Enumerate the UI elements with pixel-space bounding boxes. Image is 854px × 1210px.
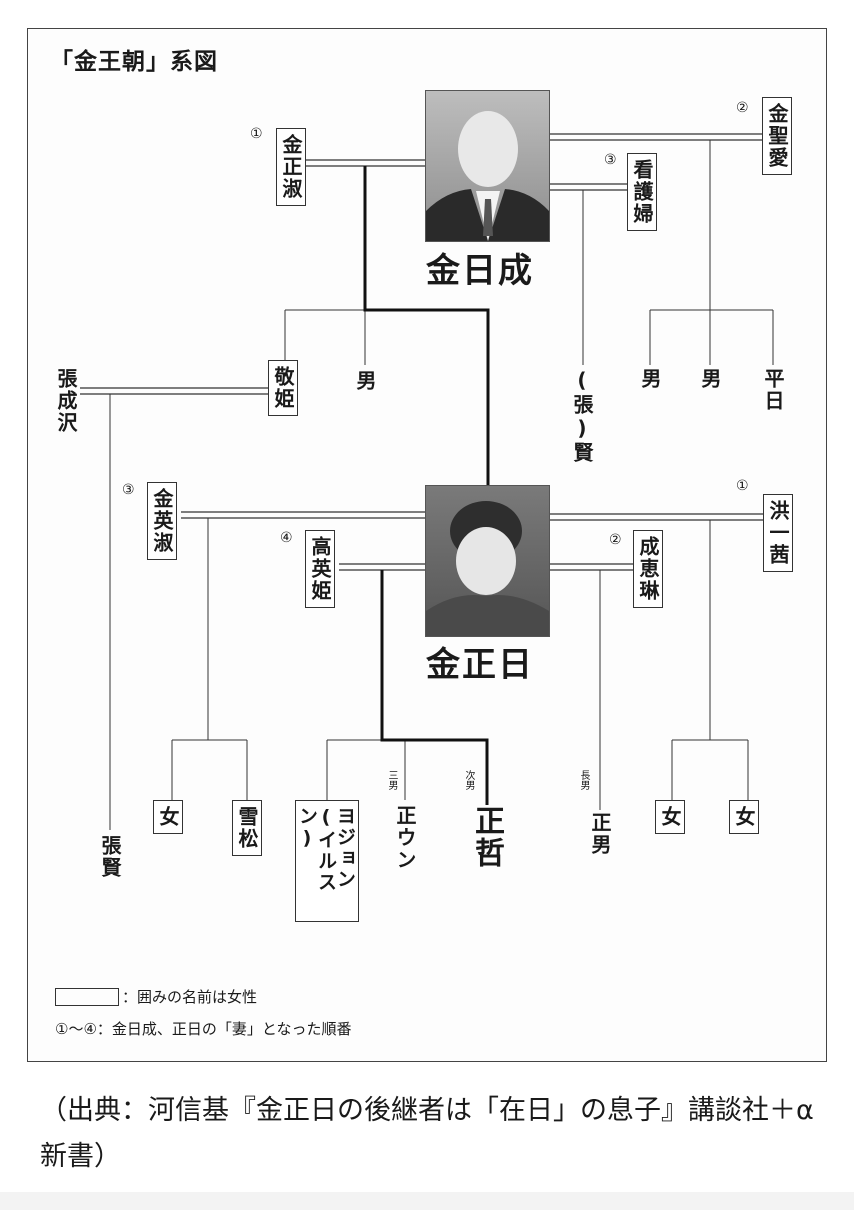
kim-jong-il-photo xyxy=(425,485,550,637)
portrait-icon xyxy=(426,501,549,636)
wife-order: ① xyxy=(250,126,263,142)
wife-order: ③ xyxy=(604,152,617,168)
line-succession-kim-jong-il xyxy=(363,166,490,485)
kim-jong-il-name: 金正日 xyxy=(426,645,534,685)
child-jong-un: 正ウン xyxy=(393,805,417,871)
wife-order: ① xyxy=(736,478,749,494)
wife-ko-young-hee: 高英姫 xyxy=(305,530,335,608)
child-jong-chol: 正哲 xyxy=(469,805,504,869)
kim-il-sung-photo xyxy=(425,90,550,242)
marriage-kim-jong-il-hong-il-chon xyxy=(548,513,763,521)
wife-nurse: 看護婦 xyxy=(627,153,657,231)
marriage-kim-jong-il-kim-young-suk xyxy=(181,511,425,519)
wife-order: ④ xyxy=(280,530,293,546)
wife-hong-il-chon: 洪一茜 xyxy=(763,494,793,572)
source-caption: （出典：河信基『金正日の後継者は「在日」の息子』講談社＋α新書） xyxy=(40,1095,814,1172)
line-succession-kim-jong-chol xyxy=(380,570,489,805)
child-kyong-hui: 敬姫 xyxy=(268,360,298,416)
marriage-kim-il-sung-kim-song-ae xyxy=(548,133,762,141)
jang-song-thaek: 張成沢 xyxy=(54,368,78,434)
portrait-icon xyxy=(426,111,549,241)
child-sol-song: 雪松 xyxy=(232,800,262,856)
wife-order: ② xyxy=(609,532,622,548)
rank-label: 三男 xyxy=(386,770,397,790)
diagram-title: 「金王朝」系図 xyxy=(50,49,218,75)
legend-order-text: ①〜④：金日成、正日の「妻」となった順番 xyxy=(55,1020,352,1038)
marriage-jang-song-thaek-kyong-hui xyxy=(80,387,268,395)
legend-box-swatch xyxy=(55,988,119,1006)
line-hong-il-chon-children xyxy=(671,520,749,800)
child-son: 男 xyxy=(638,368,662,390)
child-son: 男 xyxy=(698,368,722,390)
child-son: 男 xyxy=(353,370,377,392)
child-yo-jong: ヨジョン(イルスン) xyxy=(295,800,359,922)
wife-order: ② xyxy=(736,100,749,116)
wife-kim-young-suk: 金英淑 xyxy=(147,482,177,560)
child-daughter: 女 xyxy=(655,800,685,834)
child-pyong-il: 平日 xyxy=(761,368,785,412)
wife-kim-jong-suk: 金正淑 xyxy=(276,128,306,206)
line-kim-young-suk-children xyxy=(171,518,248,800)
line-kim-song-ae-children xyxy=(649,140,774,365)
marriage-kim-il-sung-nurse xyxy=(548,183,627,191)
grandchild-jang-hyon: 張賢 xyxy=(98,835,122,879)
legend-box-text: ：囲みの名前は女性 xyxy=(122,988,258,1006)
child-daughter: 女 xyxy=(729,800,759,834)
rank-label: 次男 xyxy=(463,770,474,790)
wife-kim-song-ae: 金聖愛 xyxy=(762,97,792,175)
wife-sung-hae-rim: 成恵琳 xyxy=(633,530,663,608)
marriage-kim-jong-il-ko-young-hee xyxy=(339,563,425,571)
marriage-kim-jong-il-sung-hae-rim xyxy=(548,563,633,571)
rank-label: 長男 xyxy=(578,770,589,790)
marriage-kim-il-sung-kim-jong-suk xyxy=(306,159,425,167)
wife-order: ③ xyxy=(122,482,135,498)
bottom-bar xyxy=(0,1192,854,1210)
child-daughter: 女 xyxy=(153,800,183,834)
child-jong-nam: 正男 xyxy=(588,812,612,856)
kim-il-sung-name: 金日成 xyxy=(426,251,534,291)
child-jang-hyon: (張)賢 xyxy=(570,368,594,464)
